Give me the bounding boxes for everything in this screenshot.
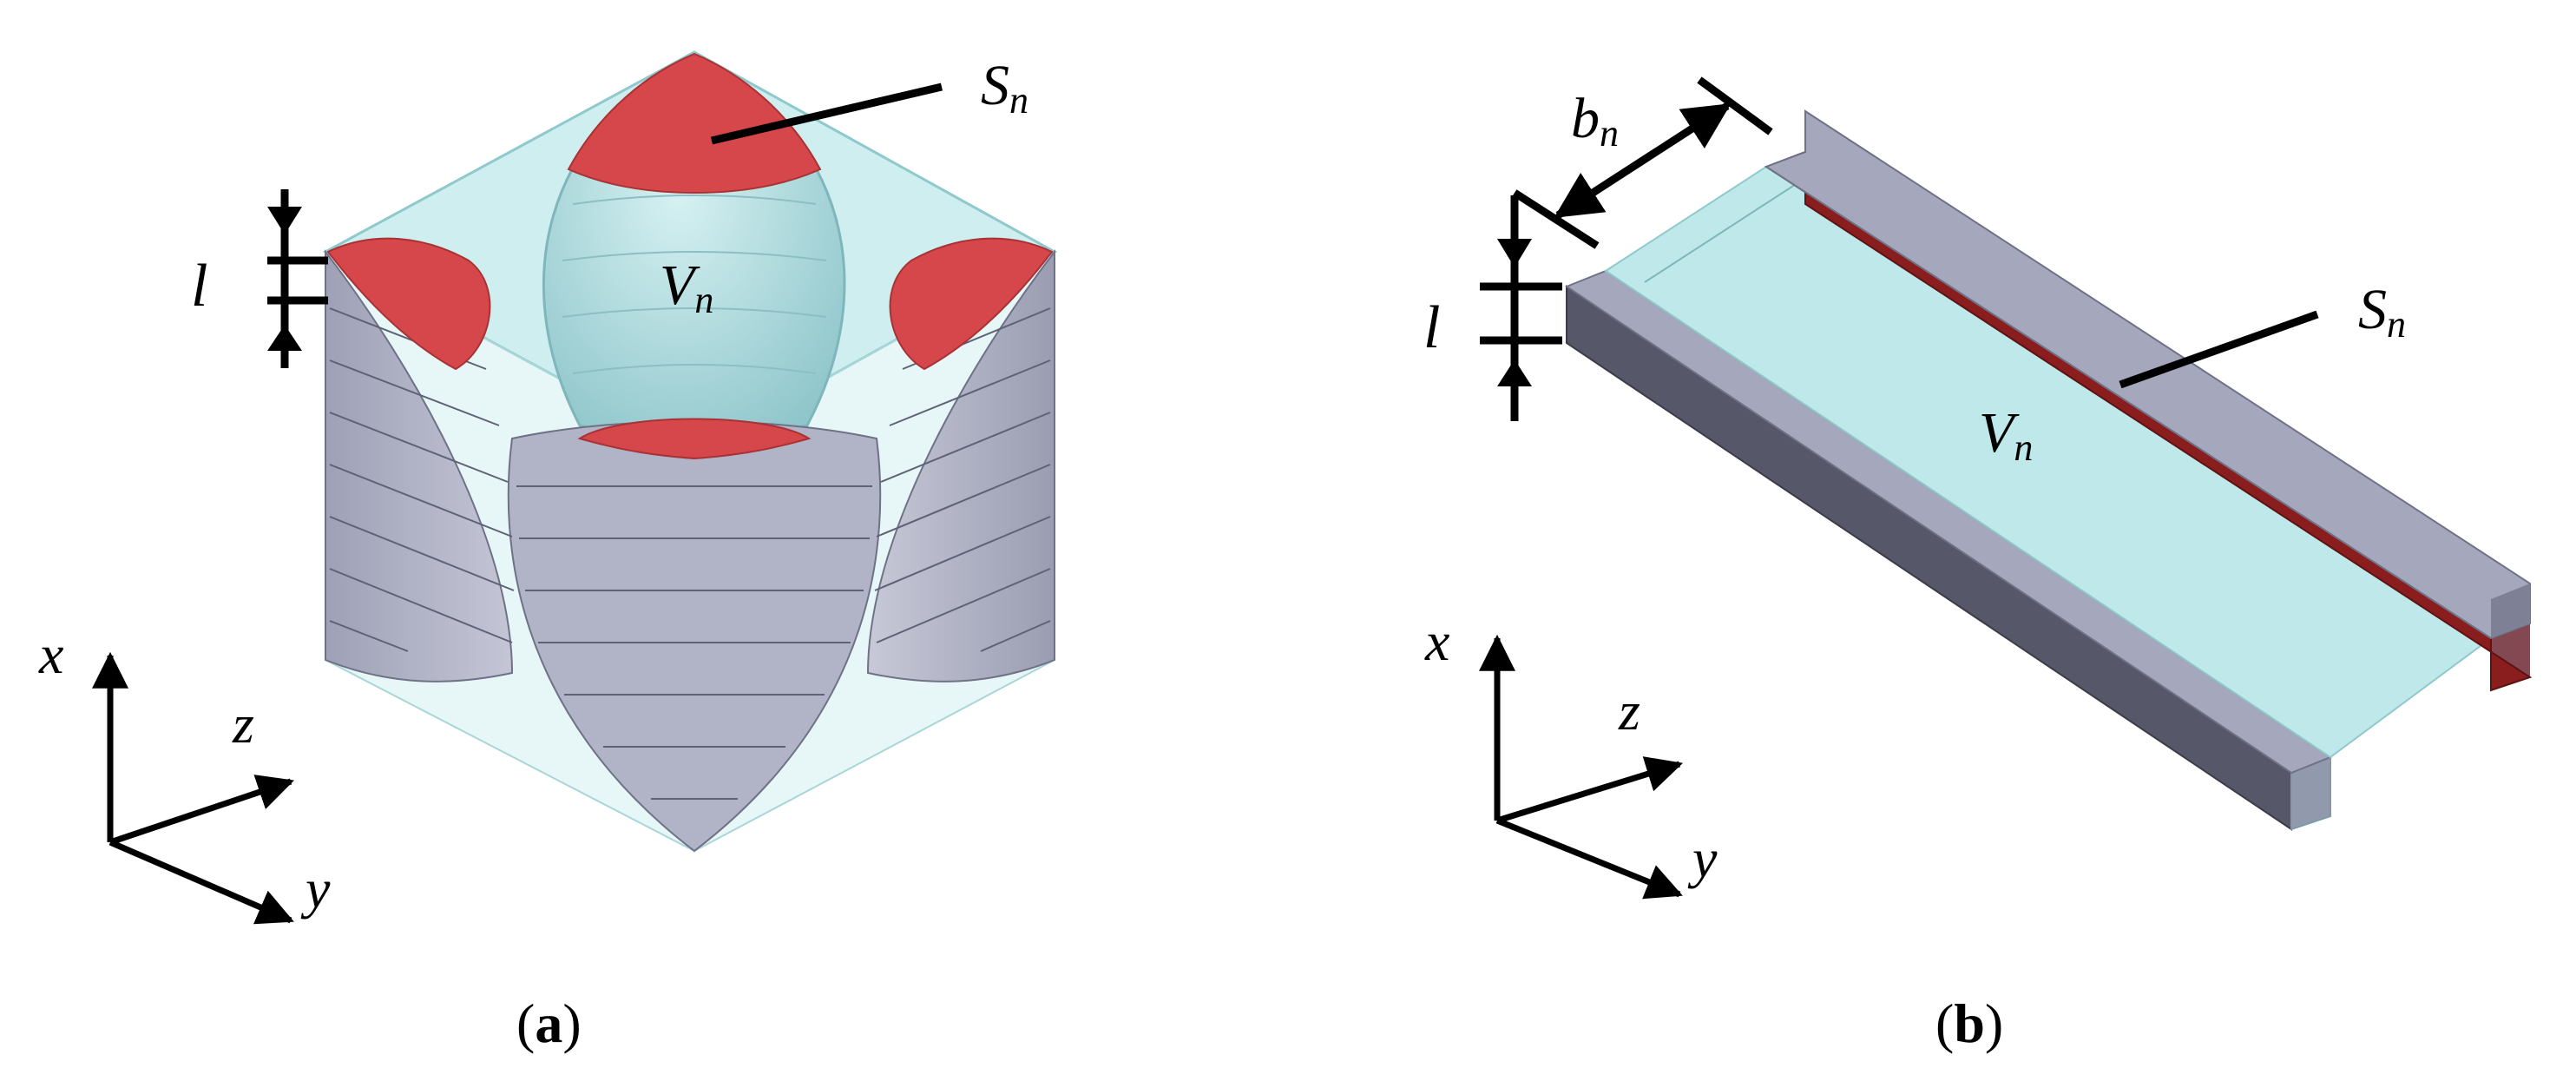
axes-triad-a [92,651,294,925]
layer-label-b: l [1423,294,1440,361]
axes-triad-b [1479,634,1684,900]
layer-dimension-a [267,189,328,368]
surface-leader-line-b [2119,310,2319,389]
channel-floor [1604,165,2493,759]
surface-label-b: Sn [2358,278,2406,346]
cube-model-a [322,50,1058,853]
width-dimension-b [1512,76,1773,249]
red-cap-right [889,237,1054,371]
axis-y-label-b: y [1687,828,1718,889]
bar-end-left-rail [2291,757,2330,829]
axis-y-label-a: y [300,858,331,920]
surface-label-a: Sn [981,54,1028,122]
layer-dimension-b [1480,195,1562,421]
axis-z-label-a: z [232,693,254,755]
grey-lens-left [325,249,514,682]
layer-lines [329,307,1051,800]
volume-label-b: Vn [1979,401,2033,469]
volume-label-a: Vn [660,254,713,321]
bar-model-b [1564,109,2533,831]
axis-x-label-a: x [38,623,63,685]
red-cap-front [577,418,812,460]
caption-b: (b) [1935,992,2003,1054]
surface-leader-line [710,82,943,145]
channel-inner-edge [1644,177,1806,283]
red-cap-left [326,237,491,371]
axis-z-label-b: z [1618,680,1640,742]
dome-contour-lines [562,195,827,374]
red-cap-top [567,52,822,195]
caption-a: (a) [516,992,582,1054]
panel-b: Sn Vn bn l x z y (b) [1423,76,2533,1054]
width-label-b: bn [1571,87,1619,155]
layer-label-a: l [191,253,207,320]
axis-x-label-b: x [1424,610,1449,672]
rail-right-end [2491,584,2530,638]
panel-a: Sn Vn l x z y (a) [38,50,1058,1054]
